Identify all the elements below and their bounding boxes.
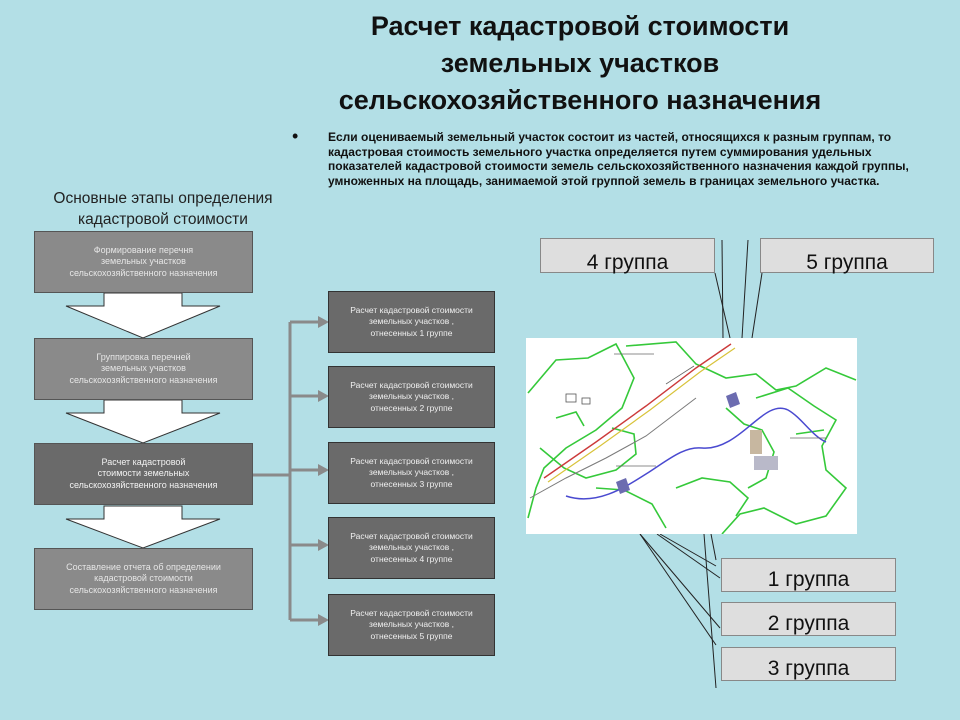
- step-1-line-3: сельскохозяйственного назначения: [69, 267, 218, 278]
- group-5-label: 5 группа: [760, 238, 934, 274]
- group-4-label: 4 группа: [540, 238, 715, 274]
- group-calc-5: Расчет кадастровой стоимости земельных у…: [328, 594, 495, 656]
- stages-label-line-1: Основные этапы определения: [53, 190, 273, 207]
- group-calc-1-line-2: земельных участков ,: [369, 316, 454, 327]
- step-4-line-3: сельскохозяйственного назначения: [69, 584, 218, 595]
- down-arrow-3: [65, 505, 221, 549]
- group-calc-4-line-2: земельных участков ,: [369, 542, 454, 553]
- step-2-line-3: сельскохозяйственного назначения: [69, 374, 218, 385]
- group-calc-1: Расчет кадастровой стоимости земельных у…: [328, 291, 495, 353]
- group-calc-1-line-1: Расчет кадастровой стоимости: [350, 304, 473, 315]
- group-calc-4-line-1: Расчет кадастровой стоимости: [350, 530, 473, 541]
- bullet-text: Если оцениваемый земельный участок состо…: [328, 130, 909, 188]
- stages-label: Основные этапы определения кадастровой с…: [24, 188, 302, 230]
- branch-arrowheads: [318, 316, 329, 626]
- river-line: [565, 407, 827, 500]
- group-1-label: 1 группа: [721, 558, 896, 592]
- group-calc-5-line-3: отнесенных 5 группе: [370, 630, 453, 641]
- down-arrow-2: [65, 399, 221, 444]
- step-3-line-2: стоимости земельных: [97, 468, 190, 479]
- group-calc-4: Расчет кадастровой стоимости земельных у…: [328, 517, 495, 579]
- cadastral-map: [526, 338, 857, 535]
- group-calc-3: Расчет кадастровой стоимости земельных у…: [328, 442, 495, 504]
- step-grouping: Группировка перечней земельных участков …: [34, 338, 253, 400]
- map-drawing: [527, 341, 857, 535]
- road-lines: [529, 343, 736, 499]
- title-line-1: Расчет кадастровой стоимости: [370, 11, 790, 41]
- group-leader-lines: [639, 239, 763, 689]
- map-features: [565, 392, 778, 494]
- down-arrow-1: [65, 292, 221, 339]
- title-line-2: земельных участков: [440, 48, 720, 78]
- group-2-label: 2 группа: [721, 602, 896, 636]
- stages-label-line-2: кадастровой стоимости: [78, 211, 248, 228]
- step-calculation: Расчет кадастровой стоимости земельных с…: [34, 443, 253, 505]
- step-1-line-1: Формирование перечня: [93, 244, 194, 255]
- step-report: Составление отчета об определении кадаст…: [34, 548, 253, 610]
- group-calc-4-line-3: отнесенных 4 группе: [370, 553, 453, 564]
- group-calc-2-line-1: Расчет кадастровой стоимости: [350, 379, 473, 390]
- step-3-line-3: сельскохозяйственного назначения: [69, 479, 218, 490]
- map-text-marks: [614, 353, 826, 467]
- group-calc-1-line-3: отнесенных 1 группе: [370, 327, 453, 338]
- step-2-line-2: земельных участков: [101, 363, 186, 374]
- branch-connector: [253, 320, 320, 622]
- step-2-line-1: Группировка перечней: [96, 351, 191, 362]
- step-formation: Формирование перечня земельных участков …: [34, 231, 253, 293]
- group-calc-5-line-2: земельных участков ,: [369, 619, 454, 630]
- group-calc-2-line-2: земельных участков ,: [369, 391, 454, 402]
- step-4-line-2: кадастровой стоимости: [94, 573, 193, 584]
- group-calc-3-line-3: отнесенных 3 группе: [370, 478, 453, 489]
- parcel-boundaries: [527, 341, 857, 535]
- step-3-line-1: Расчет кадастровой: [101, 456, 186, 467]
- group-calc-5-line-1: Расчет кадастровой стоимости: [350, 607, 473, 618]
- step-1-line-2: земельных участков: [101, 256, 186, 267]
- bullet-dot: •: [292, 126, 299, 146]
- step-4-line-1: Составление отчета об определении: [66, 561, 221, 572]
- group-calc-3-line-2: земельных участков ,: [369, 467, 454, 478]
- group-calc-3-line-1: Расчет кадастровой стоимости: [350, 455, 473, 466]
- group-calc-2-line-3: отнесенных 2 группе: [370, 402, 453, 413]
- group-3-label: 3 группа: [721, 647, 896, 681]
- title-line-3: сельскохозяйственного назначения: [338, 85, 822, 115]
- page-title: Расчет кадастровой стоимости земельных у…: [290, 8, 870, 119]
- group-calc-2: Расчет кадастровой стоимости земельных у…: [328, 366, 495, 428]
